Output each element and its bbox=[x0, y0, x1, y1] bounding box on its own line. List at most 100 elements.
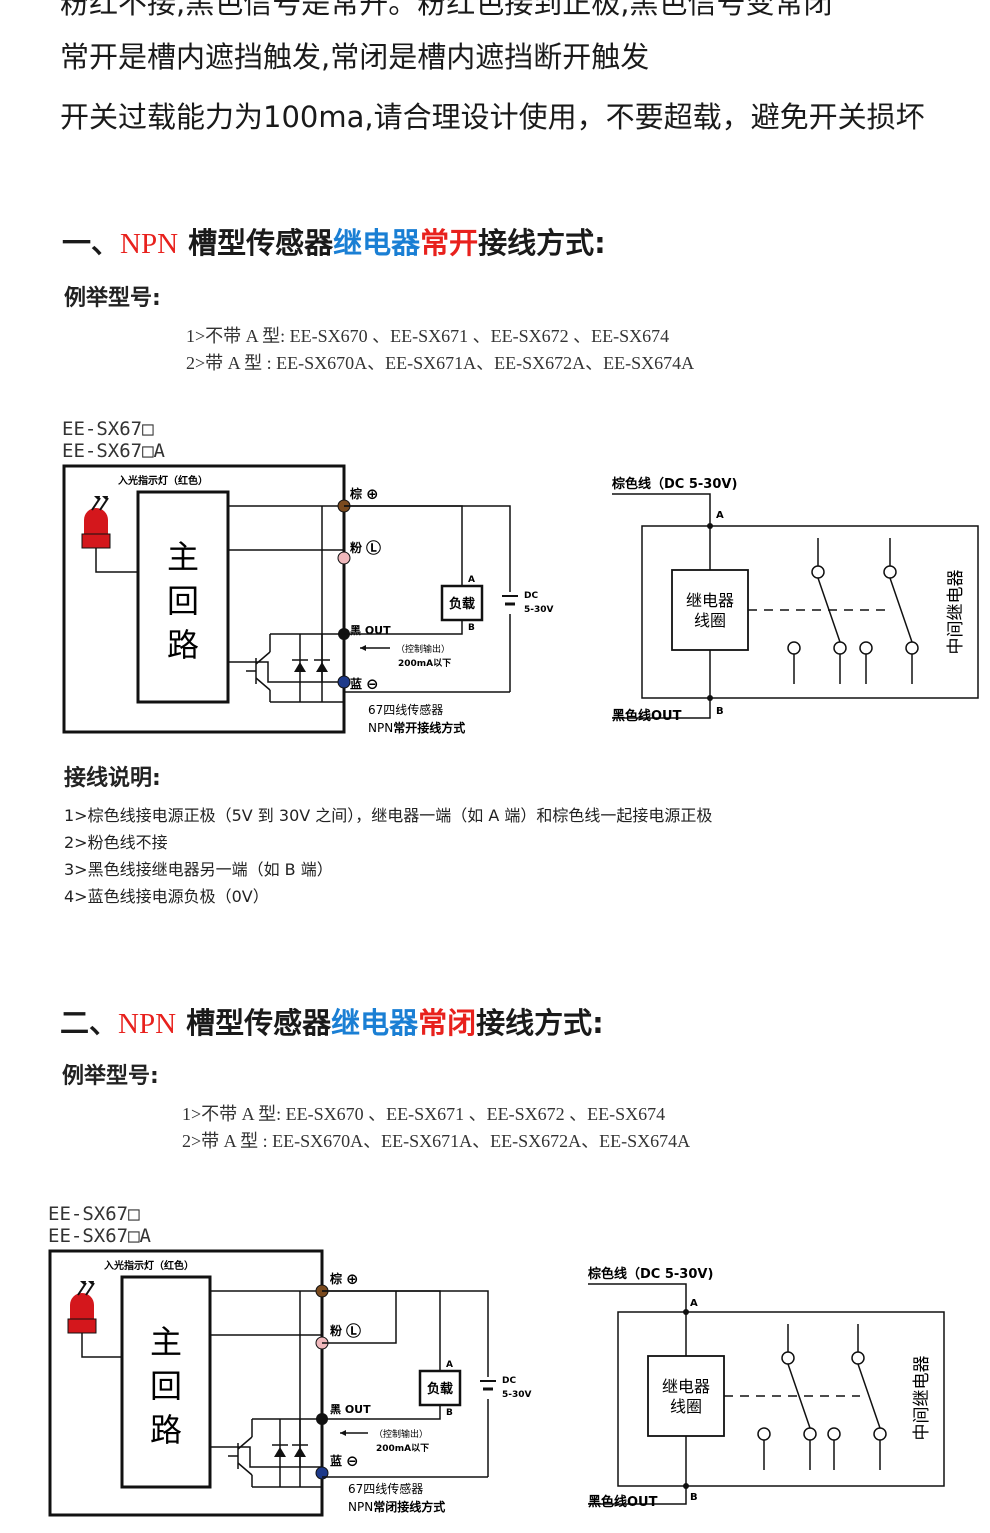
title-mode: 常闭 bbox=[418, 1006, 477, 1040]
coil-label-2: 线圈 bbox=[670, 1397, 702, 1416]
indicator-label: 入光指示灯（红色） bbox=[118, 474, 208, 487]
diode-icon bbox=[274, 1447, 306, 1457]
indicator-led-icon bbox=[67, 1281, 97, 1334]
transistor-icon bbox=[228, 1418, 322, 1488]
diode-icon bbox=[294, 662, 328, 672]
title-suffix: 接线方式: bbox=[476, 1006, 604, 1040]
main-loop-char-2: 回 bbox=[150, 1367, 182, 1405]
section-2-model-code-2: EE-SX67□A bbox=[48, 1225, 151, 1247]
ctrl-out-label: （控制输出） bbox=[374, 1428, 428, 1440]
load-box bbox=[440, 584, 484, 622]
indicator-led-icon bbox=[81, 496, 111, 549]
brown-wire-label: 棕色线（DC 5-30V) bbox=[587, 1266, 713, 1282]
transistor-icon bbox=[246, 633, 344, 703]
indicator-label: 入光指示灯（红色） bbox=[104, 1259, 194, 1272]
brown-label: 棕 bbox=[329, 1271, 342, 1286]
sensor-housing bbox=[48, 1249, 324, 1517]
link-icon: Ⓛ bbox=[366, 539, 381, 557]
relay-name-label: 中间继电器 bbox=[912, 1356, 932, 1441]
title-npn: NPN bbox=[118, 1008, 177, 1040]
load-label: 负载 bbox=[449, 596, 475, 612]
relay-outline bbox=[641, 525, 979, 699]
sensor-wiring-diagram-2: 入光指示灯（红色） 主 回 路 棕 ⊕ 粉 Ⓛ 黑 OUT 蓝 ⊖ bbox=[48, 1249, 532, 1517]
load-b-label: B bbox=[446, 1408, 453, 1418]
dc-label: DC bbox=[524, 591, 538, 601]
relay-diagram-1: 棕色线（DC 5-30V) A 继电器 线圈 中间继电器 黑色线OUT B bbox=[611, 476, 979, 724]
minus-icon: ⊖ bbox=[366, 675, 379, 693]
main-loop-char-1: 主 bbox=[150, 1323, 182, 1361]
caption-line-2: NPN常闭接线方式 bbox=[348, 1499, 445, 1514]
black-wire-label: 黑色线OUT bbox=[612, 708, 682, 724]
sensor-wiring-diagram-1: 入光指示灯（红色） 主 回 路 棕 ⊕ 粉 Ⓛ 黑 OUT 蓝 ⊖ bbox=[62, 464, 554, 735]
main-loop-box bbox=[136, 490, 230, 704]
minus-icon: ⊖ bbox=[346, 1452, 359, 1470]
section-2-model-line-1: 1>不带 A 型: EE-SX670 、EE-SX671 、EE-SX672 、… bbox=[182, 1104, 666, 1124]
relay-outline bbox=[617, 1311, 945, 1487]
section-2-title: 二、NPN 槽型传感器继电器常闭接线方式: bbox=[60, 1000, 604, 1042]
terminal-b-label: B bbox=[716, 706, 724, 717]
brown-wire-label: 棕色线（DC 5-30V) bbox=[611, 476, 737, 492]
relay-contact-icon bbox=[787, 538, 919, 684]
section-2-model-line-2: 2>带 A 型 : EE-SX670A、EE-SX671A、EE-SX672A、… bbox=[182, 1131, 691, 1151]
black-out-label: 黑 OUT bbox=[330, 1403, 371, 1416]
relay-coil-box bbox=[647, 1355, 725, 1437]
caption-line-2: NPN常开接线方式 bbox=[368, 720, 465, 735]
relay-diagram-2: 棕色线（DC 5-30V) A 继电器 线圈 中间继电器 黑色线OUT B bbox=[587, 1266, 945, 1510]
title-prefix: 二、 bbox=[60, 1006, 119, 1040]
caption-line-1: 67四线传感器 bbox=[368, 702, 443, 717]
section-2-models-label: 例举型号: bbox=[62, 1064, 159, 1089]
title-prefix: 一、 bbox=[62, 226, 121, 260]
intro-line-0: 粉红不接,黑色信号是常开。粉红色接到正极,黑色信号变常闭 bbox=[60, 0, 833, 20]
section-2-model-code-1: EE-SX67□ bbox=[48, 1203, 140, 1225]
note-4: 4>蓝色线接电源负极（0V） bbox=[64, 887, 269, 906]
section-1-models-label: 例举型号: bbox=[64, 286, 161, 311]
title-relay: 继电器 bbox=[333, 226, 421, 260]
title-mid: 槽型传感器 bbox=[178, 226, 334, 260]
section-1-model-line-1: 1>不带 A 型: EE-SX670 、EE-SX671 、EE-SX672 、… bbox=[186, 326, 670, 346]
main-loop-char-3: 路 bbox=[150, 1411, 182, 1449]
dc-range-label: 5-30V bbox=[502, 1390, 532, 1400]
relay-coil-box bbox=[671, 569, 749, 651]
load-label: 负载 bbox=[427, 1381, 453, 1397]
section-1-model-code-1: EE-SX67□ bbox=[62, 418, 154, 440]
load-b-label: B bbox=[468, 623, 475, 633]
title-suffix: 接线方式: bbox=[478, 226, 606, 260]
section-1-title: 一、NPN 槽型传感器继电器常开接线方式: bbox=[62, 220, 606, 262]
main-loop-char-2: 回 bbox=[167, 582, 199, 620]
notes-label: 接线说明: bbox=[64, 766, 161, 791]
black-wire-label: 黑色线OUT bbox=[588, 1494, 658, 1510]
main-loop-box bbox=[120, 1275, 212, 1489]
relay-contact-icon bbox=[757, 1324, 887, 1470]
black-out-label: 黑 OUT bbox=[350, 624, 391, 637]
load-a-label: A bbox=[468, 575, 475, 585]
intro-line-1: 常开是槽内遮挡触发,常闭是槽内遮挡断开触发 bbox=[60, 40, 650, 74]
title-relay: 继电器 bbox=[331, 1006, 419, 1040]
title-mode: 常开 bbox=[420, 226, 479, 260]
dc-label: DC bbox=[502, 1376, 516, 1386]
relay-name-label: 中间继电器 bbox=[946, 570, 966, 655]
main-loop-char-3: 路 bbox=[167, 626, 199, 664]
note-2: 2>粉色线不接 bbox=[64, 833, 168, 852]
main-loop-char-1: 主 bbox=[167, 538, 199, 576]
blue-label: 蓝 bbox=[350, 676, 362, 691]
link-icon: Ⓛ bbox=[346, 1322, 361, 1340]
blue-label: 蓝 bbox=[330, 1453, 342, 1468]
terminal-a-label: A bbox=[690, 1298, 698, 1309]
blue-terminal bbox=[337, 675, 351, 689]
terminal-b-label: B bbox=[690, 1492, 698, 1503]
ctrl-current-label: 200mA以下 bbox=[376, 1443, 429, 1454]
sensor-housing bbox=[62, 464, 346, 734]
pink-terminal bbox=[337, 551, 351, 565]
title-npn: NPN bbox=[120, 228, 179, 260]
ctrl-current-label: 200mA以下 bbox=[398, 658, 451, 669]
note-3: 3>黑色线接继电器另一端（如 B 端） bbox=[64, 860, 333, 879]
coil-label-2: 线圈 bbox=[694, 611, 726, 630]
section-1-model-line-2: 2>带 A 型 : EE-SX670A、EE-SX671A、EE-SX672A、… bbox=[186, 353, 695, 373]
blue-terminal bbox=[315, 1466, 329, 1480]
caption-line-1: 67四线传感器 bbox=[348, 1481, 423, 1496]
coil-label-1: 继电器 bbox=[662, 1377, 710, 1396]
note-1: 1>棕色线接电源正极（5V 到 30V 之间），继电器一端（如 A 端）和棕色线… bbox=[64, 806, 713, 825]
terminal-a-label: A bbox=[716, 510, 724, 521]
ctrl-out-label: （控制输出） bbox=[396, 643, 450, 655]
brown-label: 棕 bbox=[349, 486, 362, 501]
